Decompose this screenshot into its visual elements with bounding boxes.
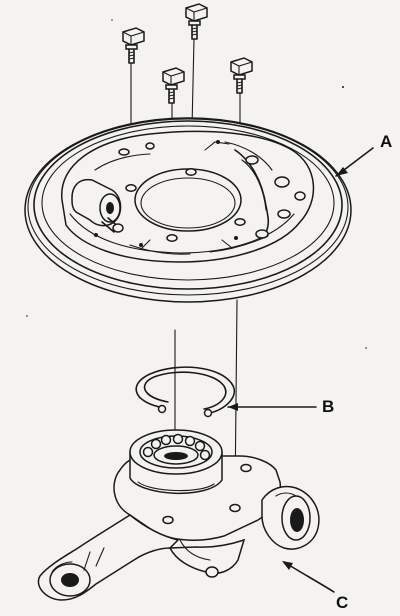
leader-line-b [227, 403, 317, 411]
callout-c-label: C [336, 593, 349, 612]
callout-a-label: A [380, 132, 393, 151]
wheel-bearing [142, 433, 211, 465]
leader-line-a [335, 147, 374, 177]
leader-line-c [282, 561, 335, 593]
scan-speckles [26, 19, 367, 349]
wheel-cylinder [71, 178, 124, 233]
brake-backing-plate [24, 117, 352, 303]
mounting-bolt-1 [122, 27, 145, 64]
steering-knuckle [37, 429, 320, 601]
callout-b-label: B [322, 397, 335, 416]
mounting-bolt-4 [230, 57, 253, 94]
snap-ring [135, 366, 235, 418]
mounting-bolt-2 [185, 3, 208, 40]
mounting-bolt-3 [162, 67, 185, 104]
